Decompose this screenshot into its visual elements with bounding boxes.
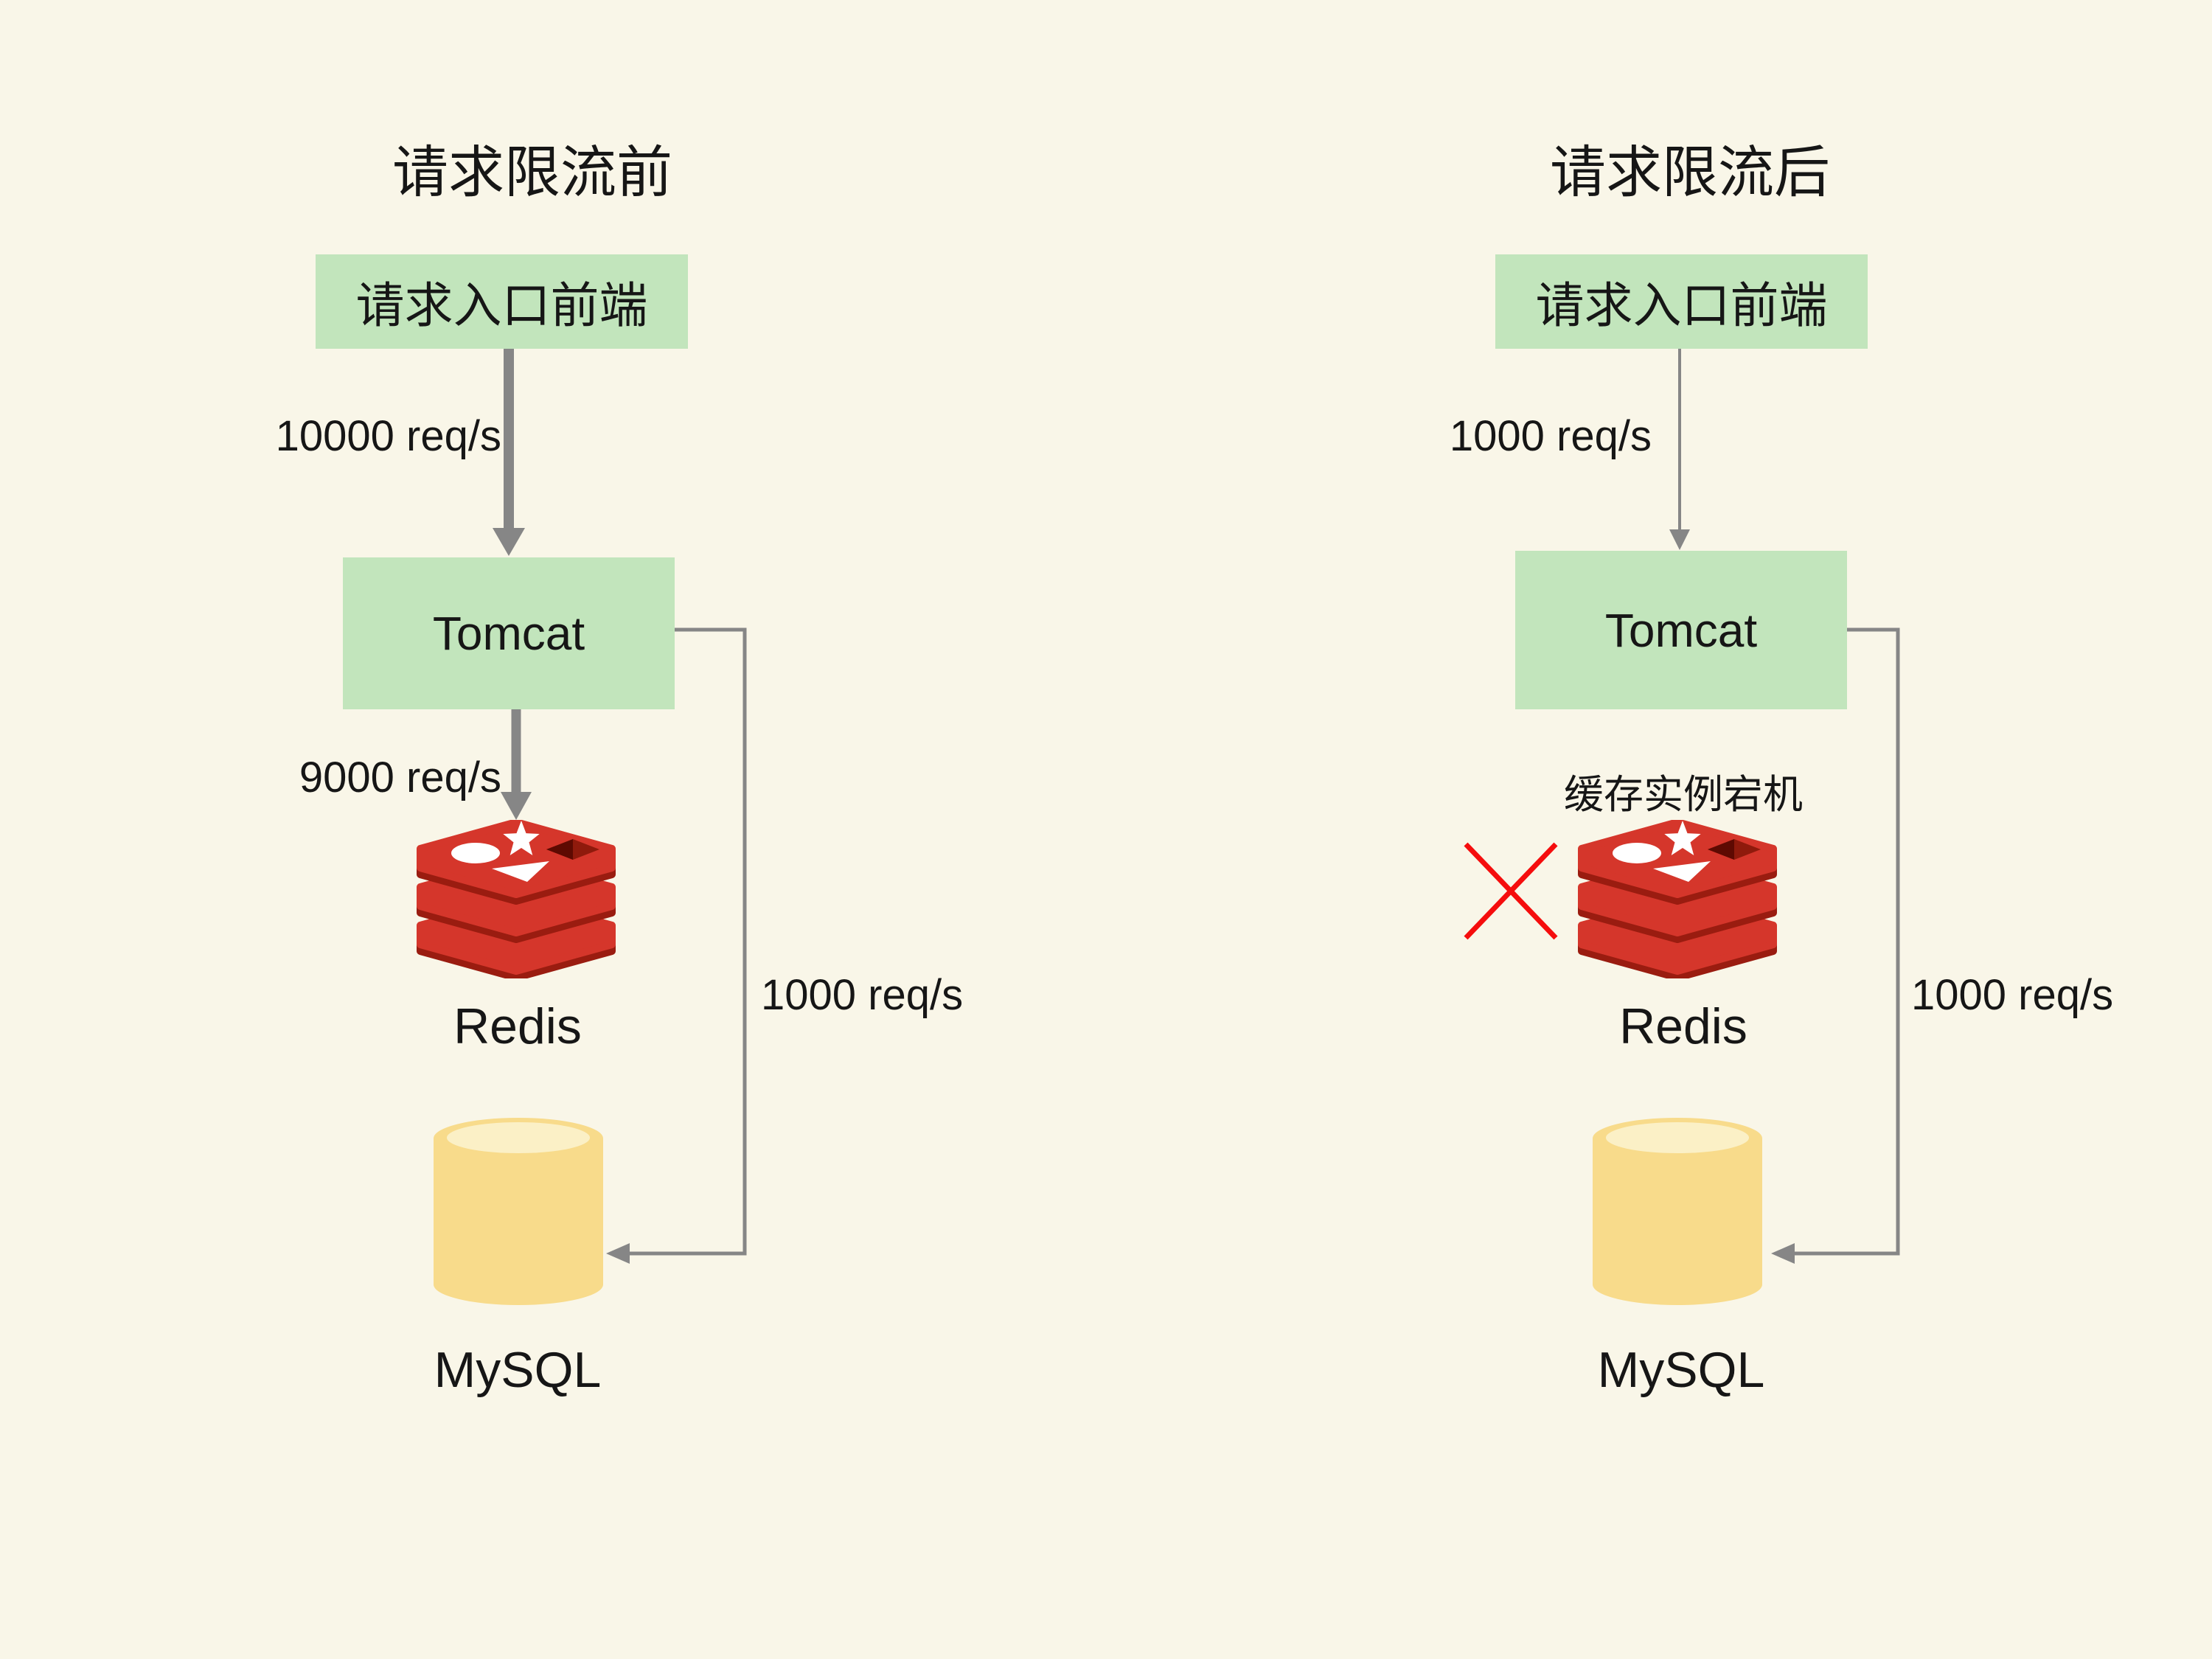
- redis-label-right: Redis: [1619, 998, 1747, 1054]
- frontend-box-right-label: 请求入口前端: [1535, 278, 1828, 333]
- tomcat-box-right: Tomcat: [1515, 551, 1847, 709]
- db-rate-label-left: 1000 req/s: [761, 971, 964, 1019]
- in-rate-label-left: 10000 req/s: [275, 412, 501, 460]
- redis-label-left: Redis: [453, 998, 582, 1054]
- frontend-box-left: 请求入口前端: [316, 254, 688, 349]
- redis-rate-label-left: 9000 req/s: [299, 754, 501, 801]
- mysql-label-right: MySQL: [1597, 1342, 1765, 1398]
- tomcat-box-left-label: Tomcat: [432, 607, 585, 660]
- in-rate-label-right: 1000 req/s: [1449, 412, 1652, 460]
- frontend-box-left-label: 请求入口前端: [355, 278, 648, 333]
- panel-after-title: 请求限流后: [1550, 142, 1830, 204]
- connector-tomcat-to-mysql-right: [1771, 627, 1900, 1264]
- panel-before-title: 请求限流前: [392, 142, 672, 204]
- redis-logo-icon: [417, 820, 616, 978]
- frontend-box-right: 请求入口前端: [1495, 254, 1868, 349]
- arrow-tomcat-to-redis-left: [501, 709, 532, 820]
- mysql-label-left: MySQL: [434, 1342, 602, 1398]
- arrow-frontend-to-tomcat-right: [1669, 349, 1690, 550]
- db-rate-label-right: 1000 req/s: [1911, 971, 2114, 1019]
- redis-logo-icon: [1578, 820, 1777, 978]
- connector-tomcat-to-mysql-left: [606, 627, 747, 1264]
- cache-crash-note: 缓存实例宕机: [1564, 773, 1803, 817]
- mysql-database-icon: [1593, 1118, 1762, 1305]
- mysql-database-icon: [434, 1118, 603, 1305]
- crash-x-icon: [1461, 840, 1560, 943]
- tomcat-box-right-label: Tomcat: [1604, 603, 1758, 657]
- tomcat-box-left: Tomcat: [343, 557, 675, 709]
